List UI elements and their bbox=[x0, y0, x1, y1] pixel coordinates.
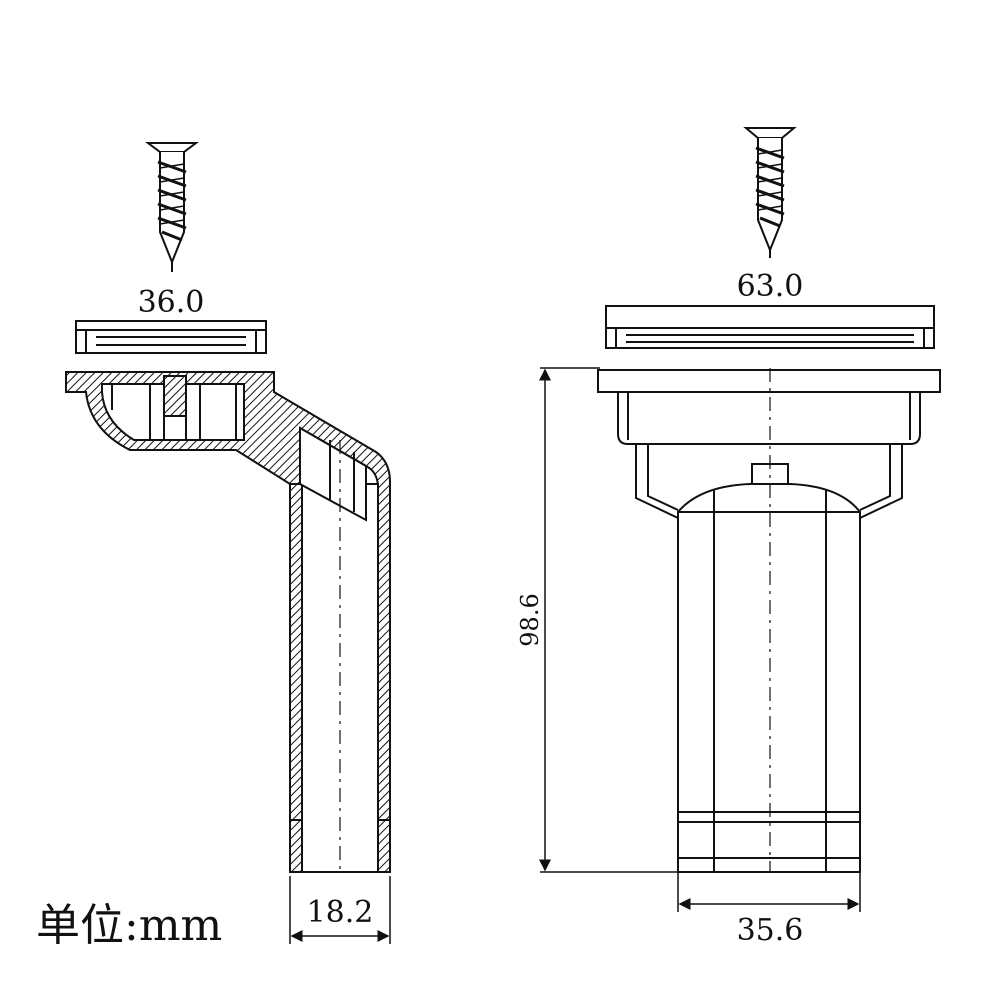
front-bottom-width-label: 35.6 bbox=[737, 913, 804, 948]
shoulder-right bbox=[635, 444, 903, 520]
unit-label: 单位:mm bbox=[36, 900, 222, 951]
dimension-pipe-width bbox=[289, 876, 391, 944]
body-section-left bbox=[65, 371, 391, 873]
side-pipe-width-label: 18.2 bbox=[307, 895, 374, 930]
cap-left bbox=[75, 320, 267, 354]
dimension-height bbox=[539, 367, 680, 873]
side-cap-width-label: 36.0 bbox=[138, 285, 205, 320]
front-view bbox=[539, 127, 941, 912]
screw-left bbox=[145, 142, 199, 272]
screw-right bbox=[743, 127, 797, 258]
flange-right bbox=[597, 369, 941, 445]
dimension-bottom-width bbox=[677, 872, 861, 912]
front-height-label: 98.6 bbox=[516, 593, 544, 646]
body-column-right bbox=[677, 368, 861, 873]
front-cap-width-label: 63.0 bbox=[737, 269, 804, 304]
cap-right bbox=[605, 305, 935, 349]
side-section-view bbox=[65, 142, 391, 944]
